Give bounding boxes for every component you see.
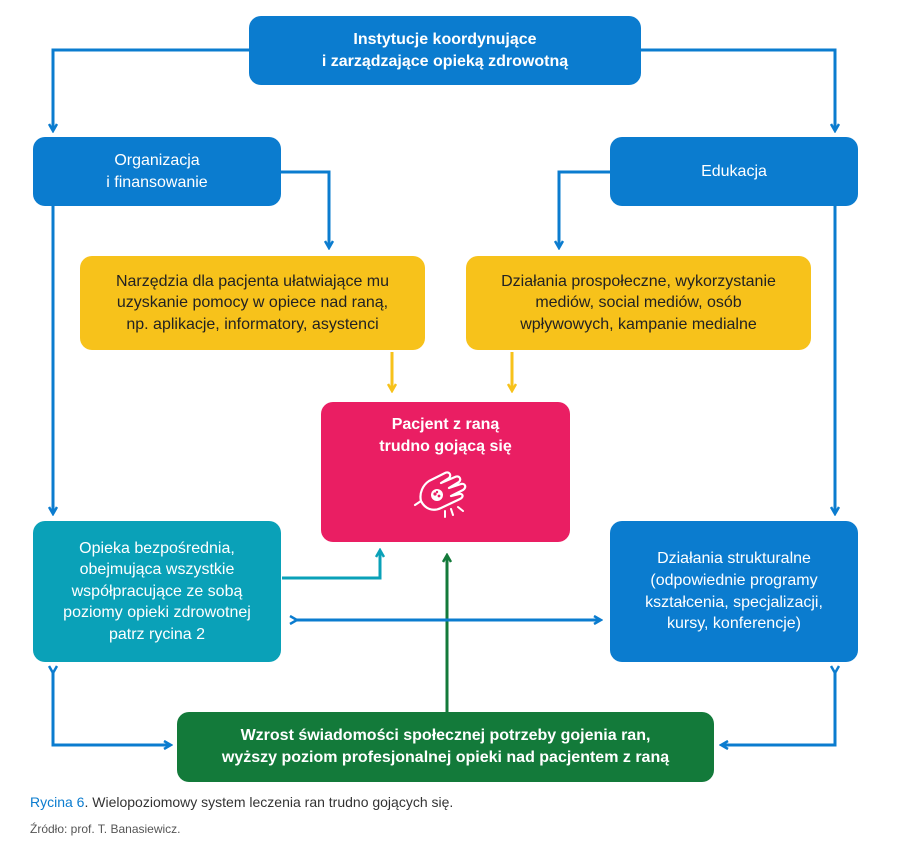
patient-box: Pacjent z raną trudno gojącą się bbox=[321, 402, 570, 542]
patient-label: Pacjent z raną trudno gojącą się bbox=[379, 416, 512, 455]
arrow-structural-awareness bbox=[722, 672, 835, 745]
figure-source: Źródło: prof. T. Banasiewicz. bbox=[30, 822, 181, 836]
education-box: Edukacja bbox=[610, 137, 858, 206]
figure-label: Rycina 6 bbox=[30, 794, 85, 810]
arrow-top-to-org bbox=[53, 48, 250, 130]
prosocial-actions-box: Działania prospołeczne, wykorzystanie me… bbox=[466, 256, 811, 350]
patient-tools-box: Narzędzia dla pacjenta ułatwiające mu uz… bbox=[80, 256, 425, 350]
arrow-top-to-edu bbox=[640, 48, 835, 130]
organization-financing-box: Organizacja i finansowanie bbox=[33, 137, 281, 206]
hand-wound-icon bbox=[413, 471, 466, 519]
arrow-org-to-tools bbox=[280, 170, 329, 247]
awareness-box: Wzrost świadomości społecznej potrzeby g… bbox=[177, 712, 714, 782]
structural-actions-box: Działania strukturalne (odpowiednie prog… bbox=[610, 521, 858, 662]
figure-caption: Rycina 6. Wielopoziomowy system leczenia… bbox=[30, 794, 453, 810]
direct-care-box: Opieka bezpośrednia, obejmująca wszystki… bbox=[33, 521, 281, 662]
arrow-care-to-patient bbox=[282, 551, 380, 580]
arrow-edu-to-social bbox=[559, 170, 610, 247]
figure-caption-text: . Wielopoziomowy system leczenia ran tru… bbox=[84, 794, 454, 810]
arrow-care-awareness bbox=[53, 672, 170, 745]
coordinating-institutions-box: Instytucje koordynujące i zarządzające o… bbox=[249, 16, 641, 85]
